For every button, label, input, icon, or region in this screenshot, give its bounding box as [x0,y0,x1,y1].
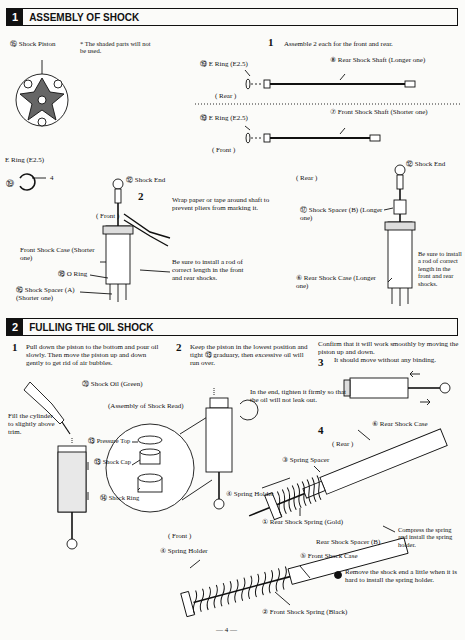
part-label: Assemble 2 each for the front and rear. [284,40,454,48]
part-label: E Ring (E2.5) [5,156,44,164]
part-label: Rear Shock Spacer (B) [316,538,380,546]
part-label: ⑬ Shock Cap [94,458,131,465]
part-label: ⑭ Shock Ring [100,494,139,501]
part-label: ( Front ) [212,146,235,154]
part-label: ⑫ Shock End [406,160,462,168]
step-number: 4 [50,174,54,182]
part-label: Wrap paper or tape around shaft to preve… [172,196,272,212]
section-header: 2FULLING THE OIL SHOCK [6,318,458,336]
part-label: It should move without any binding. [334,356,454,364]
part-label: Remove the shock end a little when it is… [345,568,457,584]
part-label: ⑲ [6,179,14,188]
section-number: 1 [7,9,23,25]
part-label: ( Front ) [168,532,191,540]
step-number: 2 [138,190,144,203]
step-number: 4 [318,424,324,437]
part-label: ⑬ Pressure Top [88,437,130,444]
part-label: ② Front Shock Spring (Black) [262,608,347,616]
part-label: ④ Spring Holder [160,547,208,555]
part-label: ⑱ O Ring [58,270,87,278]
part-label: Keep the piston in the lowest position a… [190,343,308,367]
part-label: ⑲ E Ring (E2.5) [200,114,248,122]
part-label: ( Rear ) [332,440,353,448]
part-label: ⑦ Front Shock Shaft (Shorter one) [330,108,455,116]
section-header: 1ASSEMBLY OF SHOCK [6,8,458,26]
part-label: (Assembly of Shock Read) [108,402,218,410]
section-title: ASSEMBLY OF SHOCK [23,12,139,23]
part-label: ⑲ E Ring (E2.5) [200,60,248,68]
part-label: ( Front ) [96,212,119,220]
part-label: ③ Spring Spacer [282,456,329,464]
part-label: Fill the cylinder to slightly above trim… [8,412,56,436]
step-number: 2 [176,341,182,354]
section-number: 2 [7,319,23,335]
part-label: ( Rear ) [296,174,317,182]
part-label: ⑯ Shock Spacer (A) (Shorter one) [16,286,80,302]
part-label: In the end, tighten it firmly so that th… [250,388,354,404]
part-label: ⑰ Shock Spacer (B) (Longer one) [300,206,384,222]
section-title: FULLING THE OIL SHOCK [23,322,153,333]
part-label: ⑥ Rear Shock Case (Longer one) [296,274,382,290]
part-label: ⑧ Rear Shock Shaft (Longer one) [330,56,450,64]
part-label: Front Shock Case (Shorter one) [20,246,100,262]
step-number: 1 [12,341,18,354]
part-label: ⑮ Shock Piston [10,40,90,48]
part-label: ( Rear ) [215,92,236,100]
part-label: ⑫ Shock End [126,176,165,184]
part-label: Pull down the piston to the bottom and p… [26,343,162,367]
step-number: 3 [318,356,324,369]
part-label: ⑤ Front Shock Case [300,552,358,560]
part-label: Compress the spring and install the spri… [398,526,460,548]
part-label: * The shaded parts will not be used. [80,40,158,55]
part-label: ⑳ Shock Oil (Green) [82,380,154,388]
part-label: — 4 — [216,626,237,634]
step-number: 1 [268,36,274,49]
part-label: ④ Spring Holder [226,490,274,498]
part-label: Be sure to install a rod of correct leng… [418,250,462,287]
part-label: ① Rear Shock Spring (Gold) [262,518,372,526]
part-label: Confirm that it will work smoothly by mo… [318,340,460,356]
part-label: ⑥ Rear Shock Case [372,420,428,428]
part-label: Be sure to install a rod of correct leng… [172,258,254,282]
